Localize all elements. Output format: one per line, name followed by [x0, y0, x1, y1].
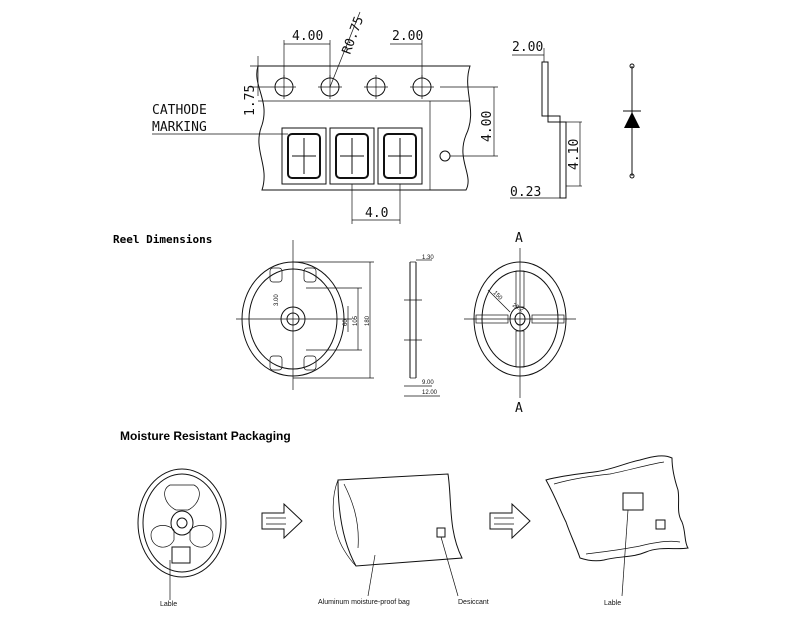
marking-label: MARKING [152, 120, 207, 135]
reel-heading: Reel Dimensions [113, 233, 212, 246]
cathode-label: CATHODE [152, 103, 207, 118]
reel-gap-dim: 9.00 [422, 380, 434, 386]
reel-inner-dim: 60 [343, 319, 349, 326]
section-a-bottom: A [515, 401, 523, 416]
sealed-bag [545, 455, 689, 597]
label-left: Lable [160, 601, 177, 608]
component-pockets [281, 127, 423, 185]
dim-width: 4.00 [480, 111, 495, 142]
reel-front-view: 3.00 60 105 180 [236, 240, 374, 390]
reel-slot-dim: 150 [492, 290, 504, 302]
reel-section-view: 150 20.2 A A [464, 231, 576, 416]
sprocket-holes [272, 75, 434, 99]
alignment-hole [439, 150, 451, 162]
reel-center-dim: 20.2 [511, 303, 525, 314]
dim-hole-offset: 2.00 [392, 29, 423, 44]
desiccant-label: Desiccant [458, 599, 489, 606]
side-height-dim: 4.10 [567, 139, 582, 170]
packaging-heading: Moisture Resistant Packaging [120, 429, 291, 443]
side-top-dim: 2.00 [512, 40, 543, 55]
arrow-2 [489, 502, 531, 540]
dim-radius: R0.75 [340, 14, 367, 56]
section-a-top: A [515, 231, 523, 246]
reel-total-dim: 12.00 [422, 390, 438, 396]
reel-outer-dim: 180 [365, 315, 371, 326]
side-thickness-dim: 0.23 [510, 185, 541, 200]
reel-hub-dim: 3.00 [274, 294, 280, 306]
reel-side-view: 1.30 9.00 12.00 [404, 255, 440, 397]
diode-symbol [623, 63, 641, 179]
dim-edge: 1.75 [243, 85, 258, 116]
reel-mid-dim: 105 [353, 315, 359, 326]
packaging-reel [137, 468, 227, 600]
label-right: Lable [604, 600, 621, 607]
bag-label: Aluminum moisture-proof bag [318, 599, 410, 606]
carrier-tape-side-view: 2.00 4.10 0.23 [510, 40, 582, 200]
dim-pitch: 4.00 [292, 29, 323, 44]
reel-flange-dim: 1.30 [422, 255, 434, 261]
moisture-bag [332, 473, 463, 597]
arrow-1 [261, 502, 303, 540]
dim-component-pitch: 4.0 [365, 206, 388, 221]
carrier-tape-top-view: 4.00 R0.75 2.00 1.75 4.00 4.0 CATHODE MA… [152, 11, 498, 224]
